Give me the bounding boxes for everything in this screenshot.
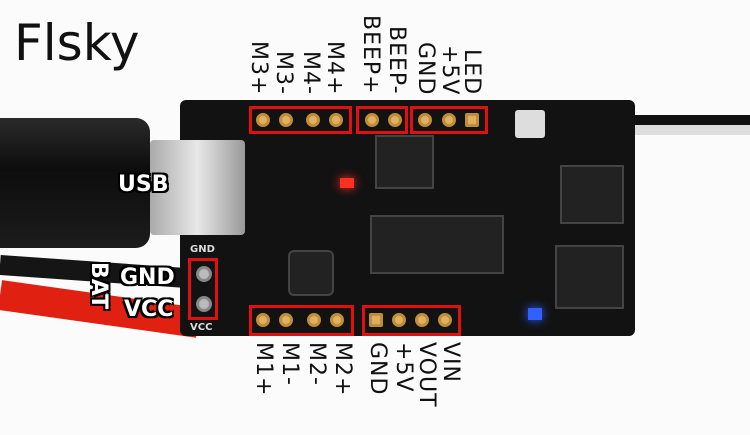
label-m1-plus: M1+ [251, 342, 276, 397]
pad [442, 113, 456, 127]
pad [465, 113, 479, 127]
pad [365, 113, 379, 127]
chip [555, 245, 624, 309]
label-m4-minus: M4- [298, 51, 323, 95]
red-led [340, 178, 354, 188]
pad [307, 313, 321, 327]
label-gnd: GND [413, 41, 438, 95]
pad [279, 313, 293, 327]
pad [196, 266, 212, 282]
blue-led [528, 308, 542, 320]
chip [560, 165, 624, 224]
label-m3-plus: M3+ [246, 40, 271, 95]
pad [256, 113, 270, 127]
pad [392, 313, 406, 327]
pad [306, 113, 320, 127]
label-beep-minus: BEEP- [384, 26, 409, 95]
label-m3-minus: M3- [271, 51, 296, 95]
label-bat: BAT [86, 262, 111, 310]
pad [256, 313, 270, 327]
motor-3-4-highlight [249, 106, 352, 134]
silk-gnd: GND [190, 244, 215, 255]
usb-connector [150, 140, 245, 235]
pad [369, 313, 383, 327]
label-m4-plus: M4+ [322, 40, 347, 95]
silk-vcc: VCC [190, 322, 213, 333]
label-m2-minus: M2- [304, 342, 329, 386]
motor-1-2-highlight [249, 305, 354, 336]
label-5v: +5V [437, 44, 462, 95]
label-vin: VIN [438, 342, 463, 383]
pad [196, 296, 212, 312]
label-m1-minus: M1- [277, 342, 302, 386]
label-gnd-battery: GND [120, 265, 175, 290]
inductor [288, 250, 334, 296]
usb-cable [0, 118, 150, 248]
label-vcc-battery: VCC [124, 297, 174, 322]
chip [375, 135, 434, 189]
pad [415, 313, 429, 327]
label-usb: USB [118, 172, 169, 197]
button [515, 110, 545, 138]
label-vout: VOUT [414, 342, 439, 408]
brand-title: Flsky [14, 14, 140, 72]
pad [418, 113, 432, 127]
pad [330, 313, 344, 327]
beeper-highlight [356, 106, 408, 134]
pad [329, 113, 343, 127]
power-highlight [362, 305, 461, 336]
pad [279, 113, 293, 127]
battery-highlight [188, 258, 218, 320]
label-led: LED [459, 48, 484, 95]
led-highlight [410, 106, 488, 134]
label-m2-plus: M2+ [330, 342, 355, 397]
pad [438, 313, 452, 327]
label-5v-bottom: +5V [391, 342, 416, 393]
pad [388, 113, 402, 127]
label-beep-plus: BEEP+ [358, 15, 383, 95]
label-gnd-bottom: GND [365, 342, 390, 396]
chip [370, 215, 504, 274]
receiver-wire [628, 115, 750, 135]
